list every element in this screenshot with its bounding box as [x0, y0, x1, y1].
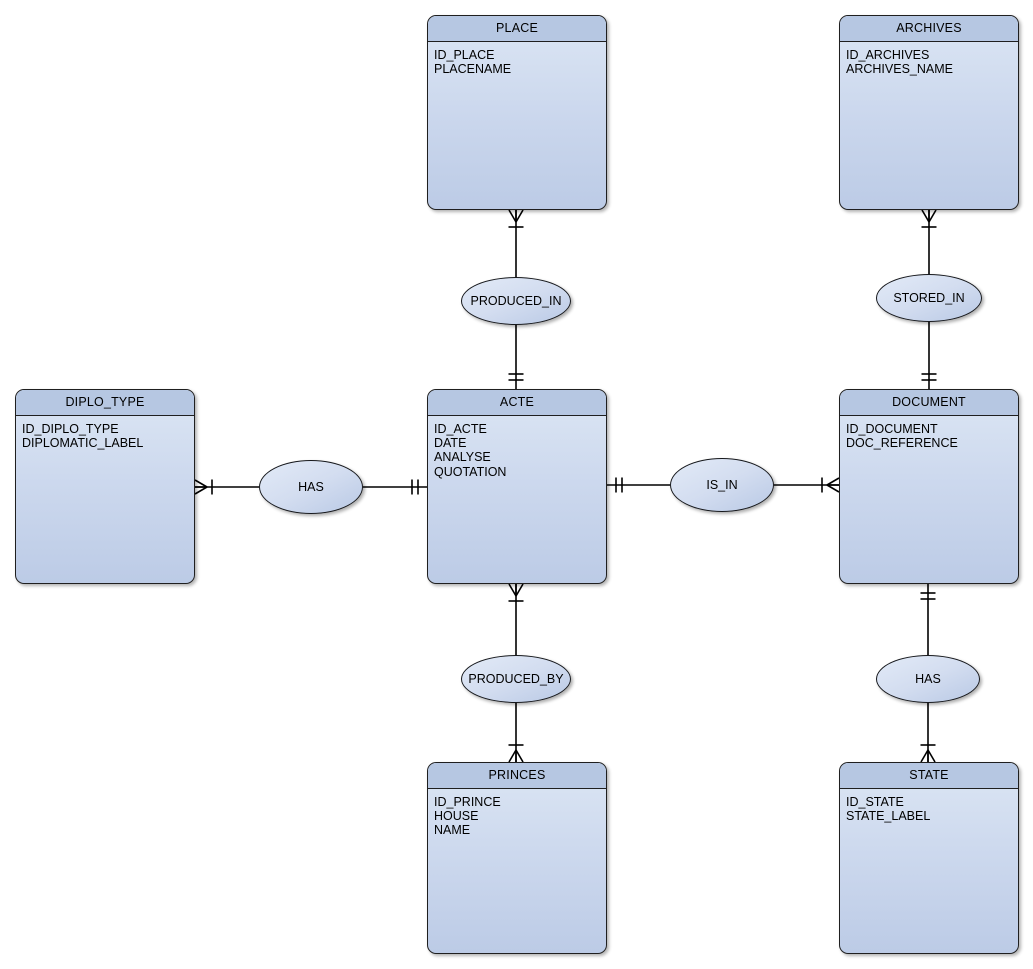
attribute: ID_ARCHIVES: [846, 48, 930, 62]
attribute: DATE: [434, 436, 467, 451]
attribute: DIPLOMATIC_LABEL: [22, 436, 144, 451]
attribute: ID_PRINCE: [434, 795, 501, 809]
attribute: ARCHIVES_NAME: [846, 62, 953, 77]
relationship-has-diplo-type[interactable]: HAS: [259, 460, 363, 514]
attribute: ID_PLACE: [434, 48, 495, 62]
entity-title: PRINCES: [428, 763, 606, 789]
attribute: DOC_REFERENCE: [846, 436, 958, 451]
entity-attribute-list: ID_PLACE PLACENAME: [428, 42, 606, 76]
entity-archives[interactable]: ARCHIVES ID_ARCHIVES ARCHIVES_NAME: [839, 15, 1019, 210]
attribute: NAME: [434, 823, 471, 838]
entity-title: ACTE: [428, 390, 606, 416]
entity-attribute-list: ID_DOCUMENT DOC_REFERENCE: [840, 416, 1018, 450]
relationship-stored-in[interactable]: STORED_IN: [876, 274, 982, 322]
entity-attribute-list: ID_STATE STATE_LABEL: [840, 789, 1018, 823]
entity-princes[interactable]: PRINCES ID_PRINCE HOUSE NAME: [427, 762, 607, 954]
attribute: QUOTATION: [434, 464, 507, 479]
attribute: ID_DIPLO_TYPE: [22, 422, 119, 436]
attribute: ID_STATE: [846, 795, 904, 809]
relationship-label: PRODUCED_IN: [470, 294, 562, 308]
entity-diplo-type[interactable]: DIPLO_TYPE ID_DIPLO_TYPE DIPLOMATIC_LABE…: [15, 389, 195, 584]
entity-title: DIPLO_TYPE: [16, 390, 194, 416]
relationship-produced-by[interactable]: PRODUCED_BY: [461, 655, 571, 703]
relationship-label: STORED_IN: [893, 291, 965, 305]
relationship-label: PRODUCED_BY: [468, 672, 564, 686]
relationship-produced-in[interactable]: PRODUCED_IN: [461, 277, 571, 325]
attribute: HOUSE: [434, 809, 479, 824]
attribute: ANALYSE: [434, 450, 491, 465]
relationship-label: HAS: [298, 480, 324, 494]
entity-title: PLACE: [428, 16, 606, 42]
attribute: STATE_LABEL: [846, 809, 931, 824]
relationship-is-in[interactable]: IS_IN: [670, 458, 774, 512]
entity-document[interactable]: DOCUMENT ID_DOCUMENT DOC_REFERENCE: [839, 389, 1019, 584]
entity-attribute-list: ID_PRINCE HOUSE NAME: [428, 789, 606, 838]
attribute: ID_DOCUMENT: [846, 422, 938, 436]
entity-attribute-list: ID_DIPLO_TYPE DIPLOMATIC_LABEL: [16, 416, 194, 450]
relationship-label: HAS: [915, 672, 941, 686]
entity-place[interactable]: PLACE ID_PLACE PLACENAME: [427, 15, 607, 210]
attribute: PLACENAME: [434, 62, 512, 77]
entity-attribute-list: ID_ACTE DATE ANALYSE QUOTATION: [428, 416, 606, 479]
entity-title: DOCUMENT: [840, 390, 1018, 416]
entity-acte[interactable]: ACTE ID_ACTE DATE ANALYSE QUOTATION: [427, 389, 607, 584]
entity-attribute-list: ID_ARCHIVES ARCHIVES_NAME: [840, 42, 1018, 76]
relationship-label: IS_IN: [706, 478, 738, 492]
relationship-has-state[interactable]: HAS: [876, 655, 980, 703]
entity-state[interactable]: STATE ID_STATE STATE_LABEL: [839, 762, 1019, 954]
entity-title: ARCHIVES: [840, 16, 1018, 42]
attribute: ID_ACTE: [434, 422, 487, 436]
entity-title: STATE: [840, 763, 1018, 789]
